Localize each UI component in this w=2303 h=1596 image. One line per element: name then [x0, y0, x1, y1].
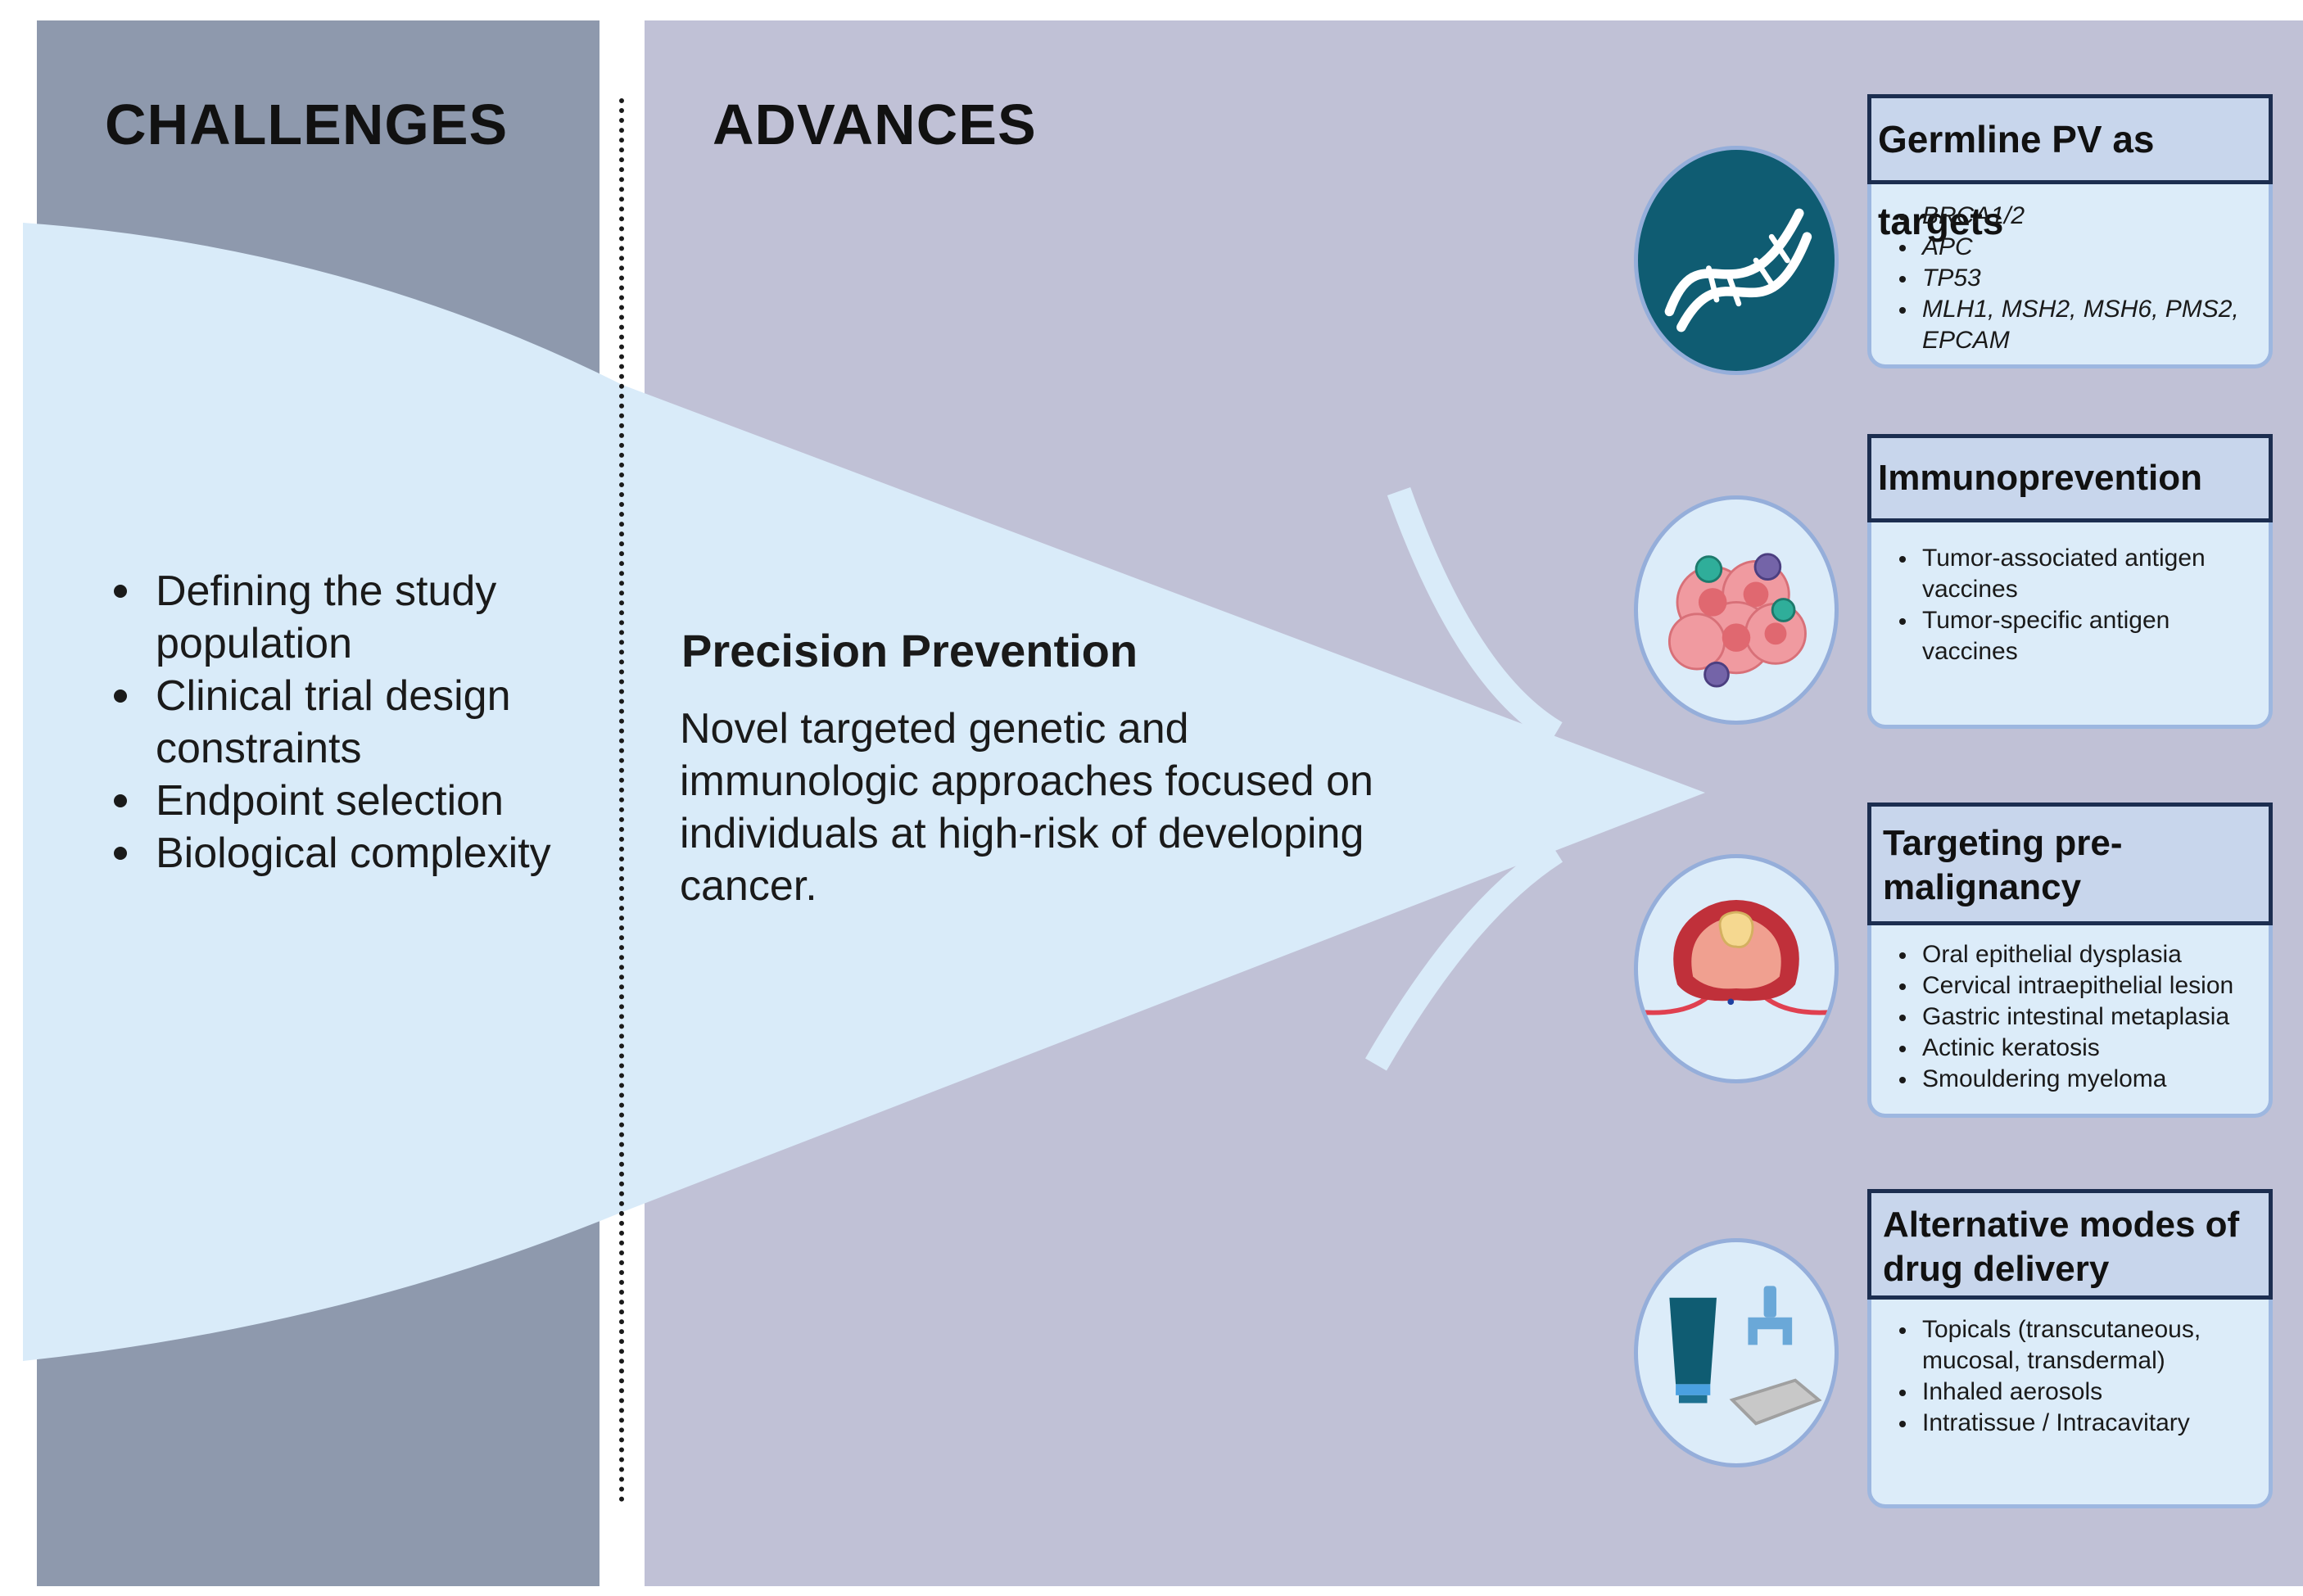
list-item: Cervical intraepithelial lesion — [1899, 970, 2260, 1001]
upper-arrow-arc — [1387, 486, 1563, 744]
immune-cells-icon — [1634, 495, 1839, 725]
card-drug-delivery: Alternative modes of drug delivery Topic… — [1867, 1189, 2273, 1508]
card-title: Targeting pre-malignancy — [1867, 803, 2273, 925]
challenges-heading: CHALLENGES — [105, 93, 509, 156]
card-title: Germline PV as targets — [1867, 94, 2273, 242]
lower-arrow-arc — [1365, 841, 1563, 1071]
challenge-item: Endpoint selection — [114, 775, 614, 827]
precision-prevention-description: Novel targeted genetic and immunologic a… — [680, 705, 1373, 910]
advances-heading: ADVANCES — [713, 93, 1037, 156]
list-item: Actinic keratosis — [1899, 1033, 2260, 1064]
card-list: Topicals (transcutaneous, mucosal, trans… — [1899, 1314, 2260, 1439]
challenges-list: Defining the study population Clinical t… — [106, 565, 614, 879]
list-item: APC — [1899, 232, 2260, 263]
precision-prevention-title: Precision Prevention — [681, 625, 1138, 676]
list-item: BRCA1/2 — [1899, 201, 2260, 232]
drug-delivery-icon — [1634, 1238, 1839, 1467]
list-item: MLH1, MSH2, MSH6, PMS2, EPCAM — [1899, 294, 2260, 356]
list-item: Tumor-associated antigen vaccines — [1899, 543, 2260, 605]
card-list: BRCA1/2 APC TP53 MLH1, MSH2, MSH6, PMS2,… — [1899, 201, 2260, 356]
list-item: Tumor-specific antigen vaccines — [1899, 605, 2260, 667]
list-item: Intratissue / Intracavitary — [1899, 1408, 2260, 1439]
card-germline-pv: Germline PV as targets BRCA1/2 APC TP53 … — [1867, 94, 2273, 368]
challenge-item: Biological complexity — [114, 827, 614, 879]
lesion-icon — [1634, 854, 1839, 1083]
challenge-item: Clinical trial design constraints — [114, 670, 614, 775]
list-item: Topicals (transcutaneous, mucosal, trans… — [1899, 1314, 2260, 1377]
challenge-item: Defining the study population — [114, 565, 614, 670]
list-item: Inhaled aerosols — [1899, 1377, 2260, 1408]
funnel-body — [23, 223, 1705, 1361]
card-targeting-premalignancy: Targeting pre-malignancy Oral epithelial… — [1867, 803, 2273, 1118]
list-item: TP53 — [1899, 263, 2260, 294]
card-list: Tumor-associated antigen vaccines Tumor-… — [1899, 543, 2260, 667]
card-title: Immunoprevention — [1867, 434, 2273, 522]
list-item: Gastric intestinal metaplasia — [1899, 1001, 2260, 1033]
card-title: Alternative modes of drug delivery — [1867, 1189, 2273, 1300]
card-list: Oral epithelial dysplasia Cervical intra… — [1899, 939, 2260, 1095]
dna-icon — [1634, 146, 1839, 375]
section-divider — [619, 98, 624, 1503]
list-item: Oral epithelial dysplasia — [1899, 939, 2260, 970]
card-immunoprevention: Immunoprevention Tumor-associated antige… — [1867, 434, 2273, 729]
list-item: Smouldering myeloma — [1899, 1064, 2260, 1095]
